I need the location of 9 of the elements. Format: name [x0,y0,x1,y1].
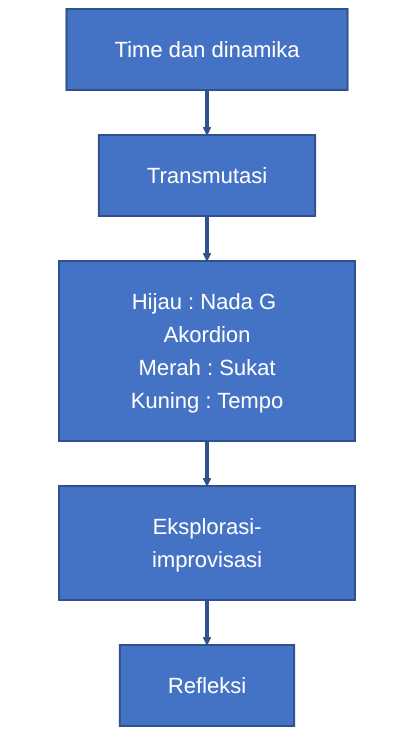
arrow [202,600,212,646]
arrow [202,441,212,486]
node-box: Refleksi [118,644,296,727]
node-box: Transmutasi [98,134,316,217]
node-box: Eksplorasi-improvisasi [58,485,356,601]
arrow [202,216,212,262]
node-box: Hijau : Nada G Akordion Merah : Sukat Kuning : Tempo [58,260,356,442]
arrow [202,90,212,136]
node-box: Time dan dinamika [65,8,349,91]
